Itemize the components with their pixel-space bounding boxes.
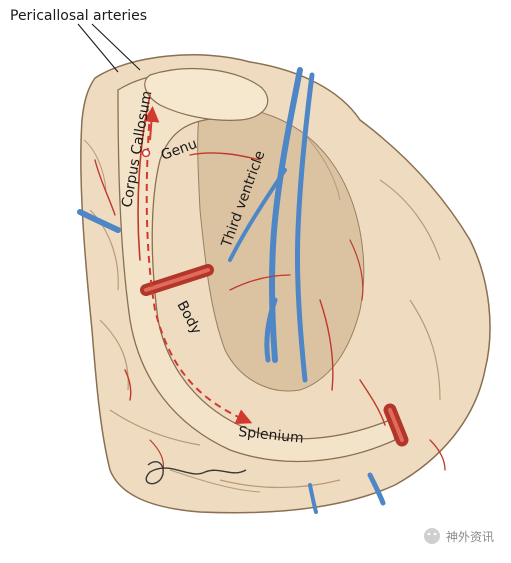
dashed-path-arrow bbox=[145, 111, 253, 425]
artist-signature bbox=[145, 461, 247, 485]
label-splenium: Splenium bbox=[238, 424, 305, 447]
cut-artery-body bbox=[140, 264, 214, 296]
watermark-text: 神外资讯 bbox=[446, 530, 494, 544]
pericallosal-pointer-2 bbox=[91, 23, 141, 71]
watermark: 神外资讯 bbox=[424, 528, 494, 544]
genu-arrow bbox=[143, 106, 160, 141]
label-pericallosal-arteries: Pericallosal arteries bbox=[10, 8, 147, 24]
ventricle-cavity bbox=[197, 106, 365, 392]
pericallosal-pointer-1 bbox=[77, 23, 119, 73]
genu-bulge bbox=[144, 67, 269, 121]
veins bbox=[77, 67, 386, 514]
wechat-icon bbox=[424, 528, 440, 544]
cut-artery-splenium bbox=[383, 403, 409, 447]
genu-marker bbox=[141, 148, 151, 158]
